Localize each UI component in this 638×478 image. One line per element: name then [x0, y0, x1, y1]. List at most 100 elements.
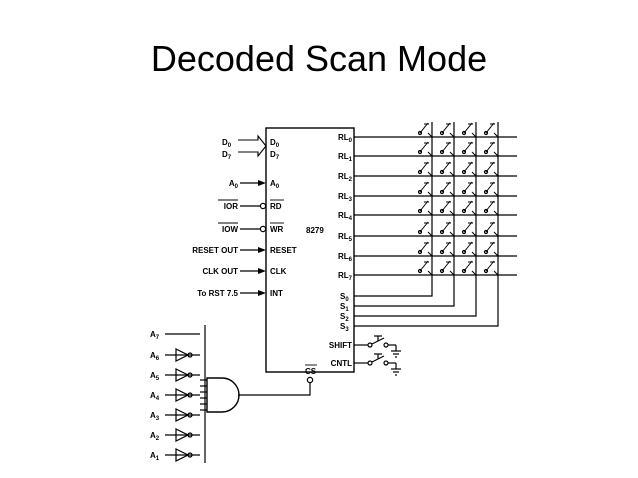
switch-contact: [461, 268, 467, 274]
switch-link: [493, 231, 499, 237]
switch-blade: [441, 241, 451, 253]
arrowhead: [258, 268, 266, 274]
switch-link: [449, 171, 455, 177]
switch-link: [427, 251, 433, 257]
pin-d7-label: D7: [270, 150, 280, 161]
key-switch: [417, 221, 433, 237]
switch-link: [427, 210, 433, 216]
switch-blade: [419, 241, 429, 253]
switch-blade: [463, 161, 473, 173]
signal-label: CLK OUT: [202, 267, 238, 276]
address-line-label: A3: [150, 411, 160, 422]
address-line-label: A6: [150, 351, 160, 362]
signal-label: To RST 7.5: [197, 289, 238, 298]
switch-blade: [441, 122, 451, 134]
switch-link: [427, 171, 433, 177]
scan-line-wire: [354, 285, 477, 317]
inverter-bubble: [187, 352, 193, 358]
cs-wire: [238, 383, 311, 396]
address-line-label: A4: [150, 391, 160, 402]
key-switch: [439, 141, 455, 157]
switch-blade: [463, 200, 473, 212]
switch-blade: [419, 141, 429, 153]
switch-contact: [461, 229, 467, 235]
chip-select-label: CS: [305, 367, 317, 376]
return-line-label: RL4: [338, 211, 353, 222]
scan-line-wire: [354, 285, 455, 307]
signal-label: IOW: [222, 225, 238, 234]
control-pin-label: CNTL: [331, 359, 352, 368]
key-switch: [483, 260, 499, 276]
and-gate: [206, 377, 240, 413]
key-switch: [417, 260, 433, 276]
key-switch: [461, 122, 477, 138]
key-switch: [483, 181, 499, 197]
key-switch: [483, 161, 499, 177]
switch-contact: [439, 130, 445, 136]
inverter-triangle: [175, 348, 190, 362]
switch-blade: [419, 221, 429, 233]
scan-line-label: S3: [340, 322, 349, 333]
switch-blade: [485, 161, 495, 173]
key-switch: [439, 221, 455, 237]
switch-blade: [463, 181, 473, 193]
return-line-label: RL3: [338, 192, 353, 203]
key-switch: [439, 161, 455, 177]
key-switch: [417, 122, 433, 138]
switch-contact: [417, 229, 423, 235]
switch-contact: [417, 169, 423, 175]
switch-link: [471, 191, 477, 197]
key-switch: [461, 161, 477, 177]
switch-contact: [417, 268, 423, 274]
switch-link: [471, 132, 477, 138]
switch-link: [449, 231, 455, 237]
pin-label: CLK: [270, 267, 287, 276]
switch-link: [471, 231, 477, 237]
switch-link: [493, 191, 499, 197]
switch-blade: [485, 221, 495, 233]
switch-contact: [483, 268, 489, 274]
switch-contact: [383, 360, 389, 366]
pin-label: RESET: [270, 246, 297, 255]
pin-label: WR: [270, 225, 284, 234]
inverter-triangle: [175, 448, 190, 462]
switch-contact: [483, 208, 489, 214]
switch-blade: [419, 122, 429, 134]
switch-link: [471, 251, 477, 257]
pin-label: A0: [270, 179, 280, 190]
switch-contact: [461, 208, 467, 214]
switch-blade: [485, 141, 495, 153]
inverter-triangle: [175, 408, 190, 422]
switch-contact: [367, 360, 373, 366]
switch-blade: [463, 122, 473, 134]
switch-link: [449, 191, 455, 197]
address-line-label: A7: [150, 330, 160, 341]
switch-blade: [485, 200, 495, 212]
inverter-bubble: [187, 372, 193, 378]
switch-link: [493, 270, 499, 276]
key-switch: [417, 181, 433, 197]
pin-d0-label: D0: [270, 138, 280, 149]
switch-contact: [461, 189, 467, 195]
switch-link: [471, 171, 477, 177]
key-switch: [439, 181, 455, 197]
switch-contact: [417, 249, 423, 255]
key-switch: [483, 141, 499, 157]
data-bus-arrow: [238, 134, 267, 158]
key-switch: [461, 181, 477, 197]
switch-contact: [483, 229, 489, 235]
key-switch: [461, 260, 477, 276]
arrowhead: [258, 180, 266, 186]
scan-line-wire: [354, 285, 433, 297]
inverter-triangle: [175, 388, 190, 402]
key-switch: [461, 141, 477, 157]
key-switch: [439, 122, 455, 138]
scan-line-label: S1: [340, 302, 349, 313]
control-pin-label: SHIFT: [329, 341, 352, 350]
switch-link: [493, 132, 499, 138]
key-switch: [417, 241, 433, 257]
switch-contact: [483, 149, 489, 155]
switch-link: [471, 270, 477, 276]
signal-label: A0: [229, 179, 239, 190]
switch-blade: [485, 260, 495, 272]
